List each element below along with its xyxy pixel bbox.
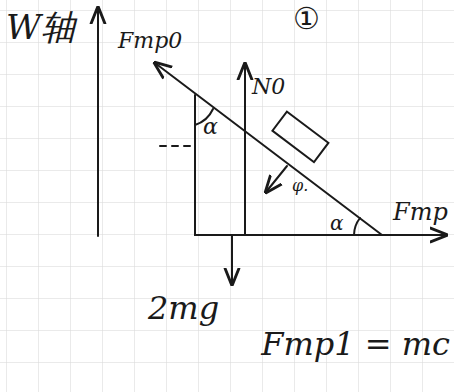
block — [272, 112, 328, 162]
angle-label: α — [203, 116, 218, 138]
angle-label: α — [330, 213, 344, 233]
force-label: Fтр — [393, 200, 448, 224]
normal-arrow — [244, 64, 246, 235]
friction-arrow — [155, 63, 382, 235]
force-label: Fтр0 — [118, 30, 182, 52]
force-label: 2mg — [148, 292, 219, 324]
force-arrow — [266, 166, 287, 192]
axis-arrow — [97, 8, 99, 236]
force-label: N0 — [252, 76, 285, 98]
axis-name: W轴 — [6, 10, 75, 44]
weight-arrow — [231, 235, 233, 284]
force-label: φ. — [292, 178, 308, 194]
callout-number: ① — [293, 4, 320, 34]
dashed-tick — [160, 145, 190, 147]
angle-arc — [354, 218, 360, 235]
equation: Fтр1 = mc — [261, 328, 450, 360]
